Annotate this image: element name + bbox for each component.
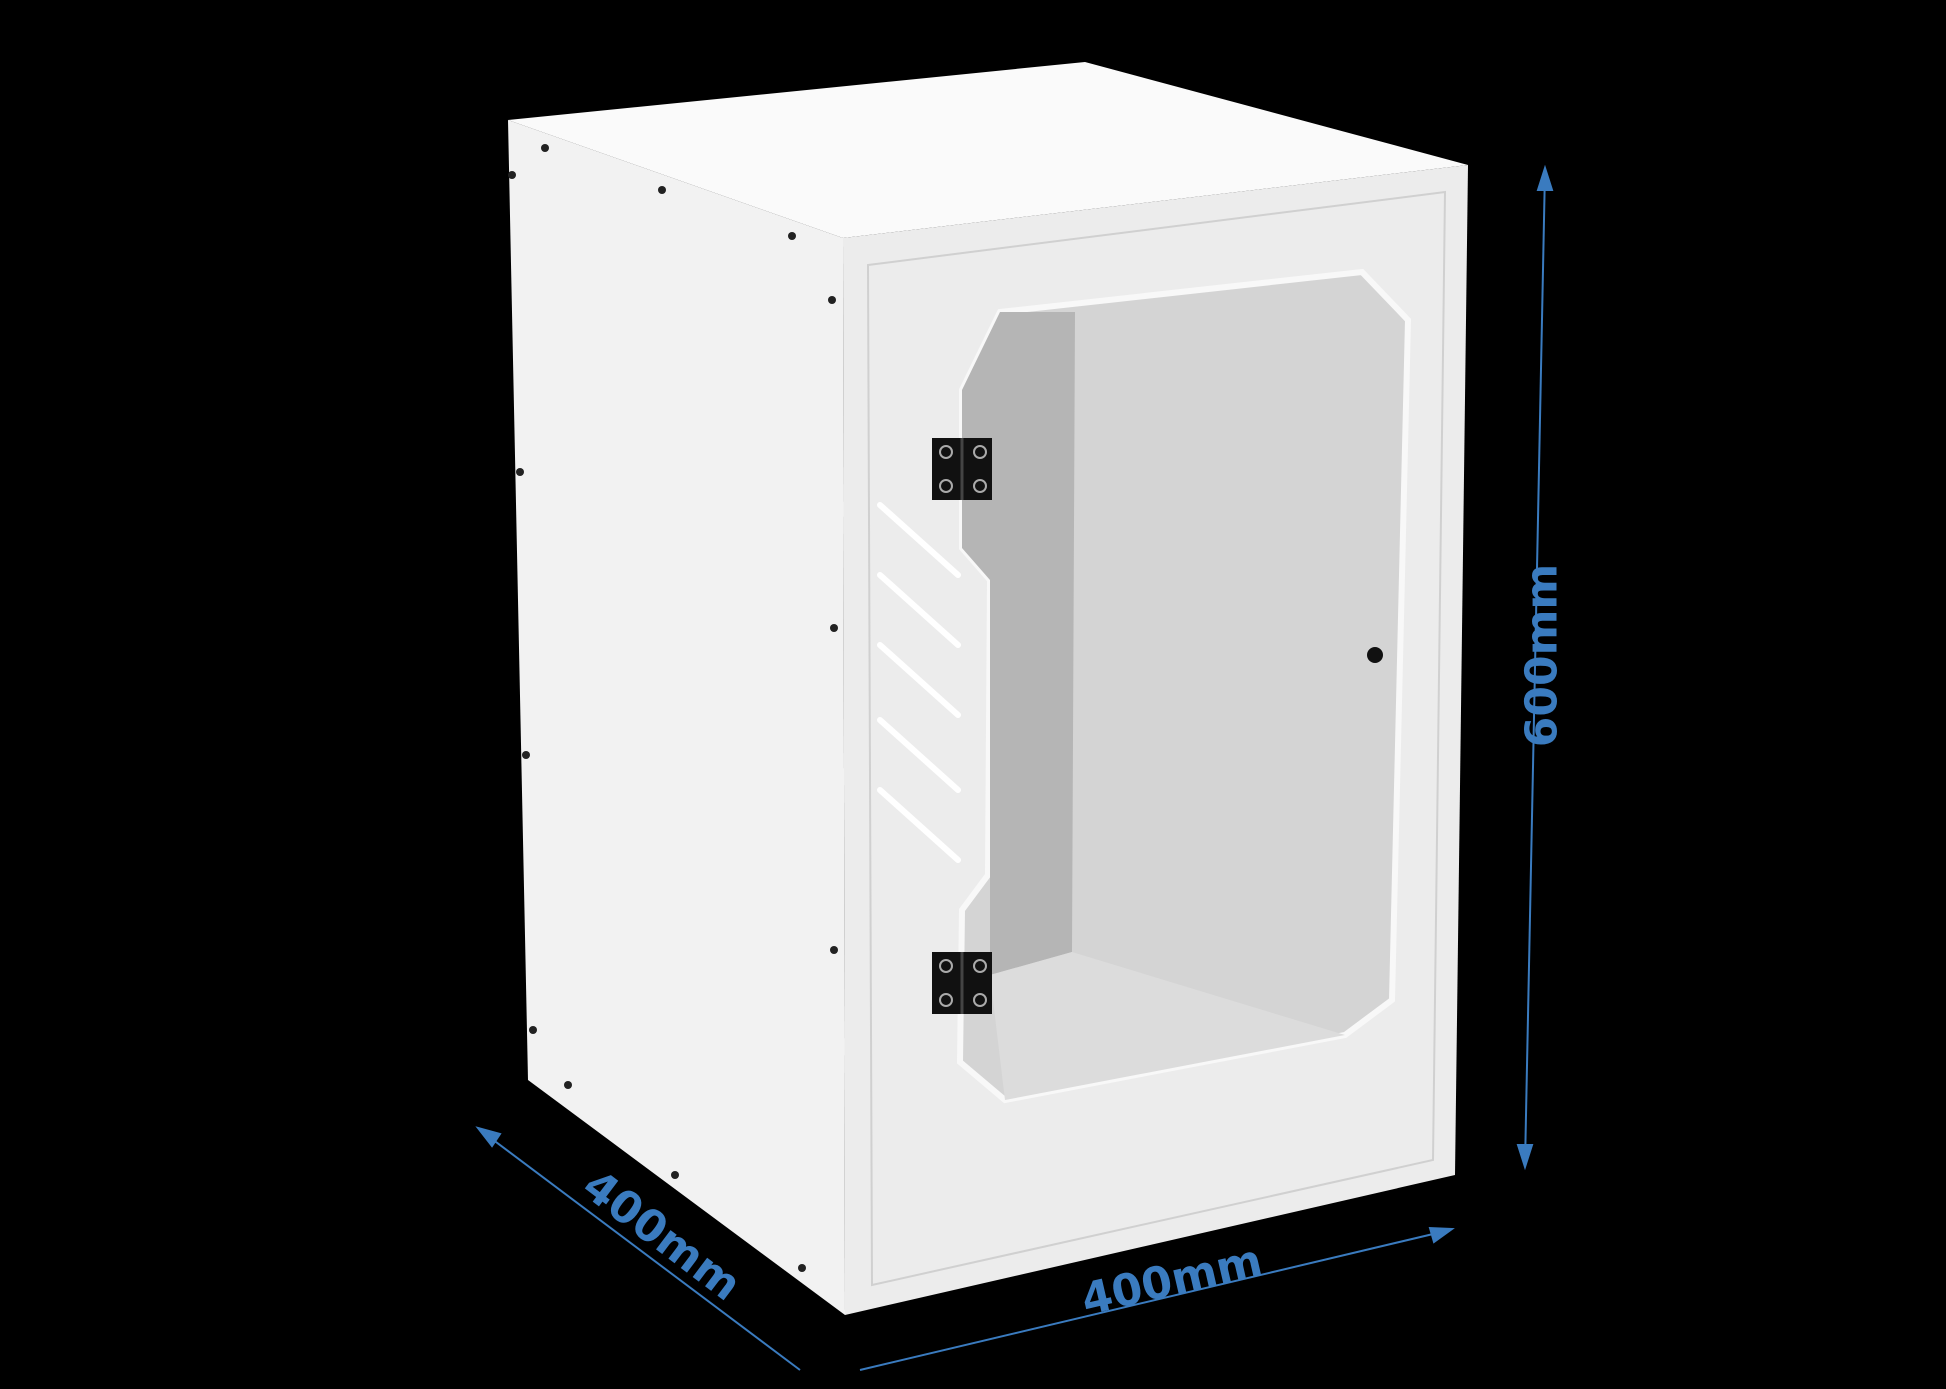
cabinet-side-panel [508, 120, 845, 1315]
hinge-bottom-icon [932, 952, 992, 1014]
screw-dots [508, 144, 838, 1272]
door-knob-icon[interactable] [1367, 647, 1383, 663]
cabinet-top [508, 62, 1468, 238]
dimension-lines [475, 164, 1554, 1371]
front-inner-border [866, 190, 1447, 1287]
vent-slots [877, 502, 961, 863]
hinge-top-icon [932, 438, 992, 500]
height-dimension-label: 600mm [1516, 563, 1568, 748]
interior-floor [990, 952, 1345, 1100]
